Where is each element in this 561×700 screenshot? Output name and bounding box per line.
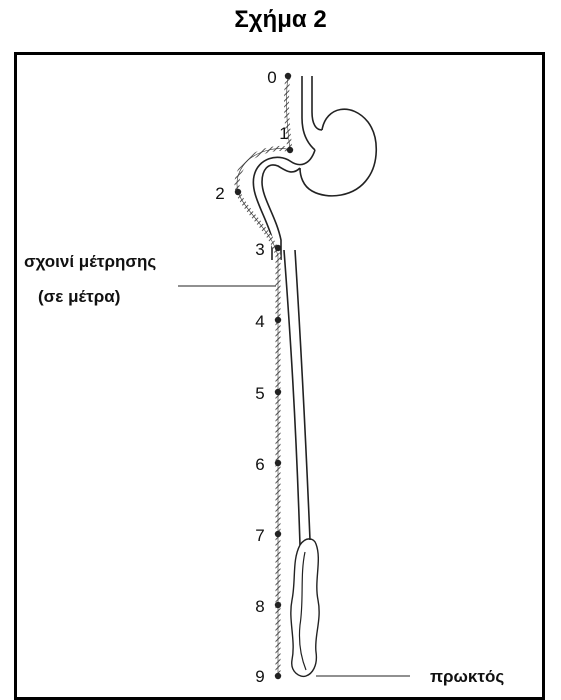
mark-4: 4 [255, 312, 264, 331]
rectum-inner-line [299, 552, 306, 670]
mark-9: 9 [255, 667, 264, 686]
mark-3: 3 [255, 240, 264, 259]
anus-label: πρωκτός [430, 667, 504, 686]
stomach-outline [300, 109, 376, 196]
mark-0: 0 [267, 68, 276, 87]
esophagus-right-wall [312, 76, 322, 130]
duodenum-outer [262, 165, 300, 260]
rope-label-line1: σχοινί μέτρησης [24, 252, 156, 271]
rectum-outline [291, 539, 319, 677]
mark-2: 2 [215, 184, 224, 203]
mark-6: 6 [255, 455, 264, 474]
mark-1: 1 [279, 124, 288, 143]
mark-7: 7 [255, 526, 264, 545]
rope-label-line2: (σε μέτρα) [38, 287, 120, 306]
esophagus-left-wall [302, 76, 315, 150]
measuring-rope [237, 76, 290, 676]
mark-8: 8 [255, 597, 264, 616]
mark-5: 5 [255, 384, 264, 403]
intestine-right-wall [295, 250, 310, 540]
